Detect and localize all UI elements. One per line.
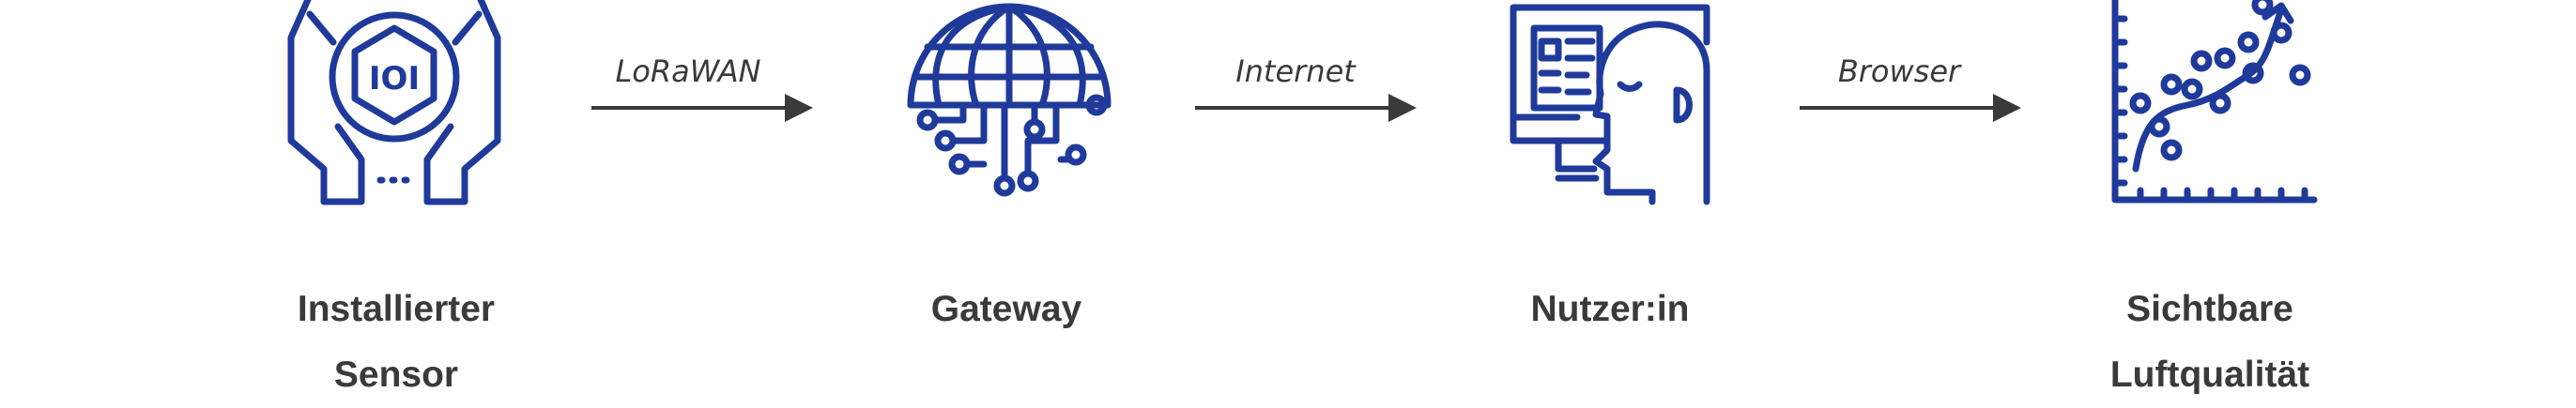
step-label-line: Installierter [297,289,496,329]
scatter-chart-icon [2098,0,2323,211]
arrow-3 [1800,92,2025,129]
globe-circuit-icon [901,0,1117,202]
connection-label-internet: Internet [1235,53,1356,89]
step-label-sensor: Installierter Sensor [199,277,593,408]
connection-label-browser: Browser [1837,53,1961,89]
svg-text:IOI: IOI [369,60,420,98]
step-label-line: Gateway [930,289,1082,329]
connection-label-lorawan: LoRaWAN [615,53,761,89]
step-label-line: Sichtbare [2126,289,2293,329]
step-label-air-quality: Sichtbare Luftqualität [2013,277,2407,408]
arrow-1 [591,92,817,129]
arrow-2 [1195,92,1420,129]
sensor-in-hands-icon: IOI [282,0,507,211]
step-label-user: Nutzer:in [1413,277,1807,342]
user-at-screen-icon [1502,0,1718,206]
step-label-line: Nutzer:in [1530,289,1690,329]
step-label-gateway: Gateway [809,277,1204,342]
step-label-line: Sensor [333,355,459,395]
step-label-line: Luftqualität [2109,355,2310,395]
